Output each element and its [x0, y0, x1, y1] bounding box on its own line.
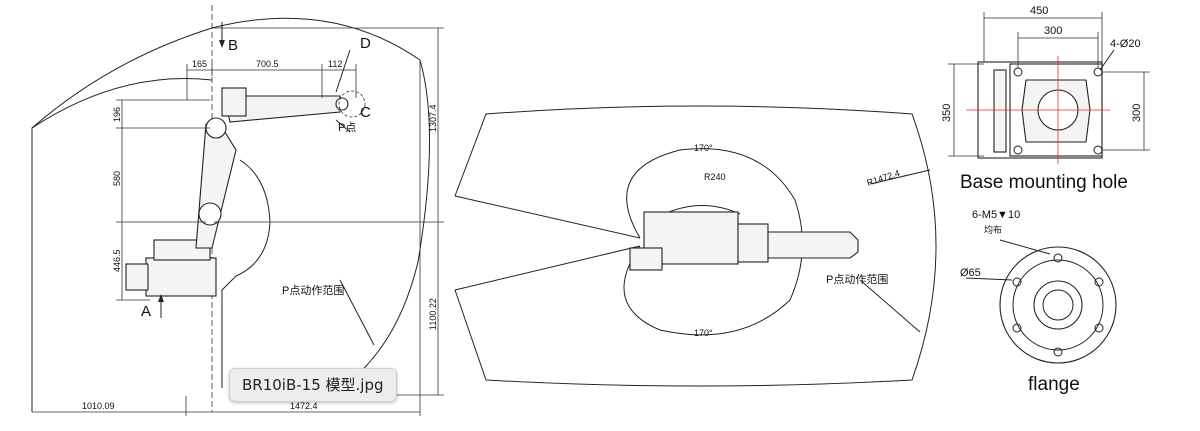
flange-hole: [1094, 277, 1104, 287]
tool-point-circle: [338, 90, 366, 118]
shoulder-joint: [198, 202, 222, 226]
base-mounting-view: 450 300 4-Ø20 350 300 Base mounting hole: [941, 5, 1150, 193]
angle-bottom: 170°: [694, 328, 713, 338]
side-view: B A C D P点 P点动作范围 165 700.5 112 196 580 …: [31, 5, 444, 416]
base-connector: [125, 263, 149, 291]
dim-holes: 4-Ø20: [1110, 38, 1141, 50]
dim-1010: 1010.09: [82, 401, 115, 411]
dim-165: 165: [192, 59, 207, 69]
envelope-base-cut: [221, 159, 271, 388]
dim-196: 196: [112, 107, 122, 122]
envelope-inner-arc: [31, 78, 213, 129]
arrow-a-head: [158, 294, 164, 302]
label-work-range-top: P点动作范围: [826, 272, 888, 286]
leader-thread: [999, 239, 1051, 255]
label-d: D: [360, 35, 371, 52]
dim-1100: 1100.22: [428, 298, 438, 330]
base-side-plate: [993, 69, 1007, 153]
caption-base: Base mounting hole: [960, 172, 1128, 193]
label-a: A: [141, 303, 151, 320]
robot-top-arm: [767, 231, 859, 259]
dim-1307: 1307.4: [428, 104, 438, 132]
top-view: 170° 170° R240 R1472.4 P点动作范围: [454, 105, 937, 387]
envelope-outer-arc: [31, 17, 421, 412]
flange-hole: [1053, 347, 1063, 357]
flange-diameter: Ø65: [960, 267, 981, 279]
flange-hole: [1094, 323, 1104, 333]
mount-hole: [1013, 145, 1023, 155]
file-name-chip[interactable]: BR10iB-15 模型.jpg: [229, 368, 397, 402]
leader-d: [335, 49, 351, 93]
lower-arm: [195, 123, 237, 249]
flange-thread: 6-M5▼10: [972, 209, 1020, 221]
flange-distributed: 均布: [984, 224, 1002, 235]
leader-work-range: [339, 279, 375, 346]
sector-line-bottom: [454, 245, 641, 291]
flange-bore: [1033, 280, 1083, 330]
flange-hole: [1012, 277, 1022, 287]
leader-r1472: [869, 169, 931, 185]
caption-flange: flange: [1028, 374, 1080, 395]
dim-450: 450: [1030, 5, 1048, 17]
dim-300v: 300: [1131, 104, 1143, 122]
flange-bolt-circle: [1012, 259, 1104, 351]
radius-large: R1472.4: [866, 168, 901, 188]
leader-work-range-top: [859, 279, 921, 333]
label-c: C: [360, 104, 371, 121]
robot-top-joint: [737, 223, 769, 263]
radius-small: R240: [704, 172, 726, 182]
dim-580: 580: [112, 171, 122, 186]
robot-top-base: [629, 247, 663, 271]
sector-line-top: [454, 195, 641, 239]
dim-112: 112: [328, 59, 342, 69]
envelope-right-arc: [344, 59, 431, 386]
flange-hole: [1053, 253, 1063, 263]
upper-arm-housing: [221, 87, 247, 117]
dim-700: 700.5: [256, 59, 279, 69]
flange-inner: [1042, 289, 1074, 321]
flange-hole: [1012, 323, 1022, 333]
arrow-b-head: [219, 40, 225, 48]
top-envelope: [454, 105, 937, 387]
leader-p: [335, 119, 351, 133]
wrist-joint: [335, 97, 349, 111]
dim-446: 446.5: [112, 249, 122, 272]
dim-300: 300: [1044, 25, 1062, 37]
label-p-point: P点: [338, 121, 356, 134]
label-work-range: P点动作范围: [282, 283, 344, 297]
dim-350: 350: [941, 104, 953, 122]
flange-view: 6-M5▼10 均布 Ø65 flange: [960, 209, 1117, 395]
leader-diameter: [965, 277, 1013, 281]
label-b: B: [228, 37, 238, 54]
dim-1472: 1472.4: [290, 401, 318, 411]
leader-holes: [1099, 49, 1115, 71]
angle-top: 170°: [694, 143, 713, 153]
robot-base: [145, 257, 217, 297]
